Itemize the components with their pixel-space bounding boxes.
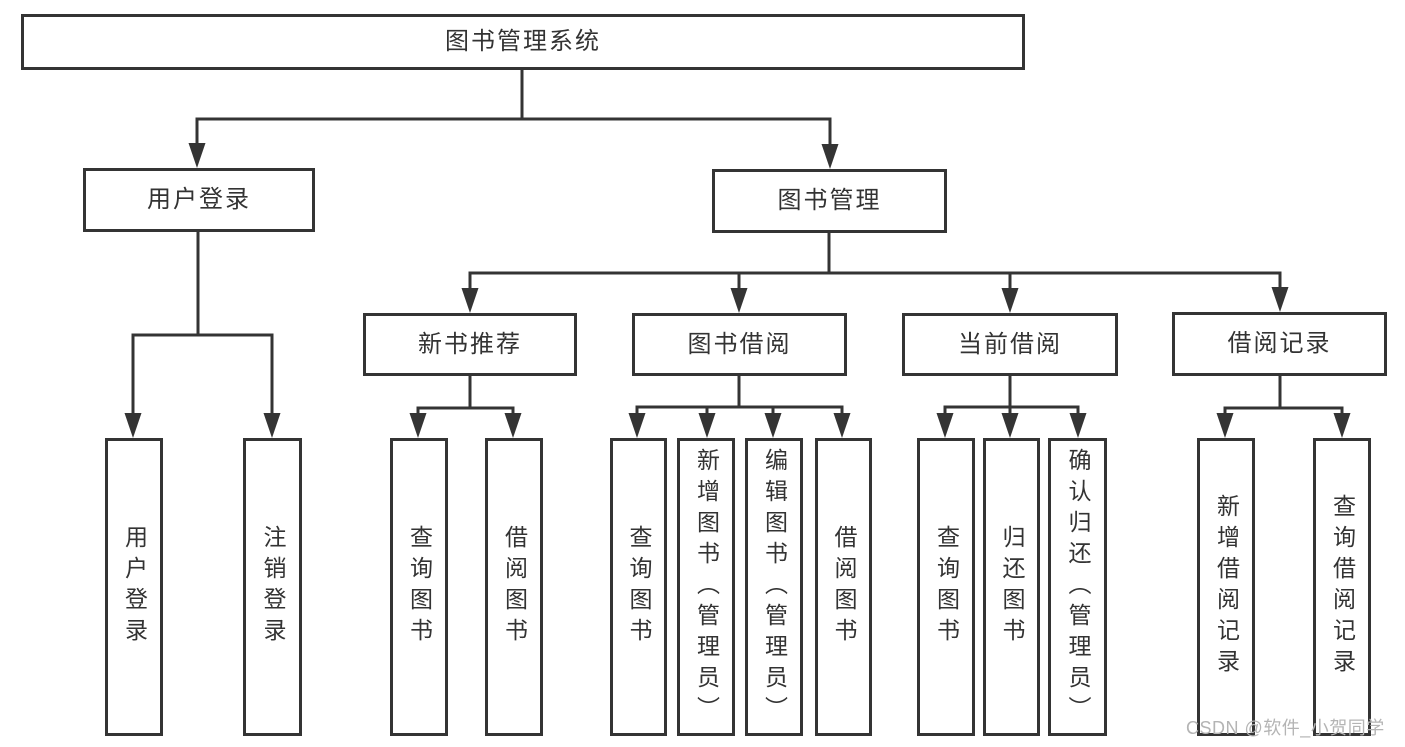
node-current-borrowing: 当前借阅 bbox=[902, 313, 1118, 376]
node-book-borrowing: 图书借阅 bbox=[632, 313, 847, 376]
node-book-management: 图书管理 bbox=[712, 169, 947, 233]
leaf-edit-books-admin: 编辑图书（管理员） bbox=[745, 438, 803, 736]
node-user-login: 用户登录 bbox=[83, 168, 315, 232]
leaf-query-books-current: 查询图书 bbox=[917, 438, 975, 736]
leaf-return-books: 归还图书 bbox=[983, 438, 1040, 736]
leaf-add-books-admin: 新增图书（管理员） bbox=[677, 438, 735, 736]
leaf-add-borrow-record: 新增借阅记录 bbox=[1197, 438, 1255, 736]
leaf-logout: 注销登录 bbox=[243, 438, 302, 736]
node-new-book-recommendation: 新书推荐 bbox=[363, 313, 577, 376]
leaf-query-books-recommend: 查询图书 bbox=[390, 438, 448, 736]
csdn-watermark: CSDN @软件_小贺同学 bbox=[1186, 718, 1385, 738]
node-borrowing-records: 借阅记录 bbox=[1172, 312, 1387, 376]
leaf-borrow-books-recommend: 借阅图书 bbox=[485, 438, 543, 736]
leaf-query-borrow-record: 查询借阅记录 bbox=[1313, 438, 1371, 736]
leaf-borrow-books: 借阅图书 bbox=[815, 438, 872, 736]
leaf-user-login: 用户登录 bbox=[105, 438, 163, 736]
node-library-management-system: 图书管理系统 bbox=[21, 14, 1025, 70]
leaf-query-books-borrowing: 查询图书 bbox=[610, 438, 667, 736]
leaf-confirm-return-admin: 确认归还（管理员） bbox=[1048, 438, 1107, 736]
